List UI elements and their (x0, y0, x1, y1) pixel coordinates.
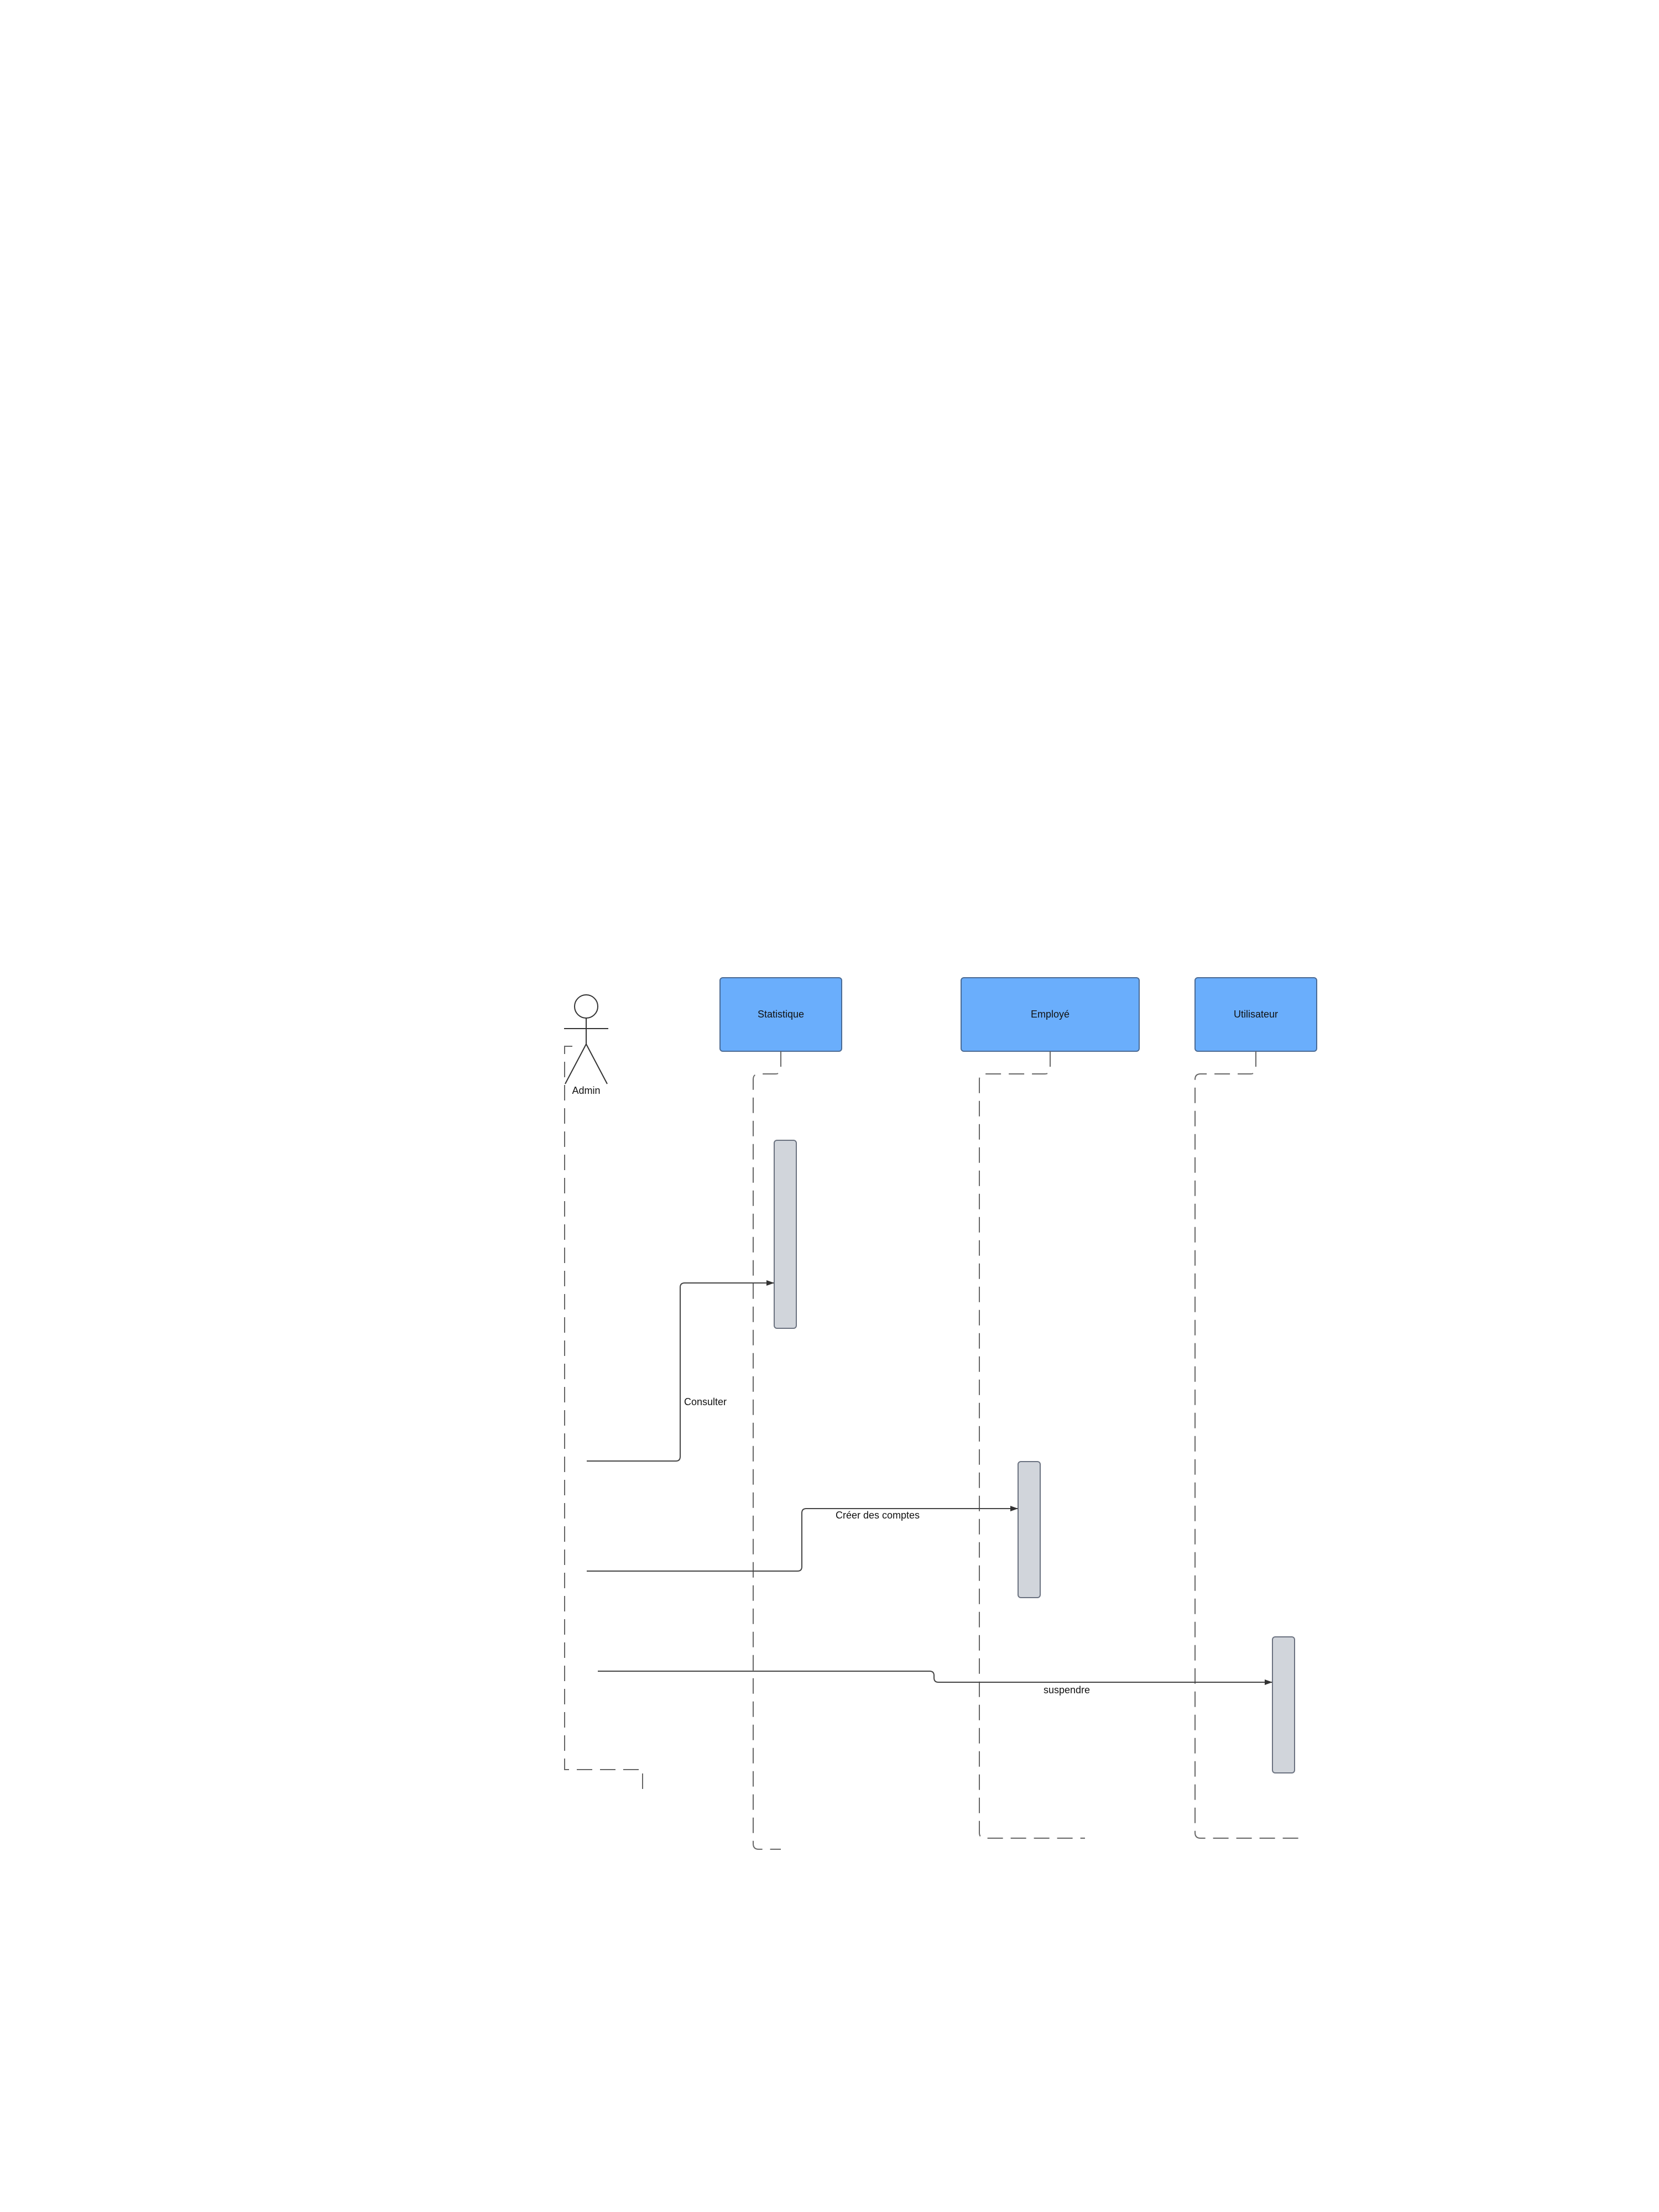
actor-left-leg (565, 1044, 587, 1084)
participant-label: Employé (1031, 1009, 1070, 1020)
message-label: suspendre (1044, 1684, 1090, 1695)
participant-employe[interactable]: Employé (961, 977, 1140, 1052)
lifeline-employe (979, 1051, 1085, 1839)
activation-utilisateur[interactable] (1272, 1636, 1295, 1773)
message-line (598, 1671, 1272, 1685)
message-label: Créer des comptes (836, 1510, 920, 1521)
participant-utilisateur[interactable]: Utilisateur (1194, 977, 1317, 1052)
actor-admin[interactable]: Admin (564, 994, 608, 1096)
actor-right-leg (586, 1044, 608, 1084)
actor-head (574, 994, 598, 1019)
message-line (587, 1280, 774, 1462)
lifeline-statistique (753, 1051, 781, 1850)
message-suspendre[interactable]: suspendre (598, 1671, 1272, 1695)
message-creer-des-comptes[interactable]: Créer des comptes (587, 1506, 1018, 1572)
actor-label: Admin (572, 1085, 600, 1096)
participant-statistique[interactable]: Statistique (719, 977, 842, 1052)
message-consulter[interactable]: Consulter (587, 1280, 774, 1462)
message-line (587, 1506, 1018, 1572)
activation-statistique[interactable] (774, 1140, 797, 1329)
lifeline-admin (564, 1046, 643, 1792)
participant-label: Statistique (758, 1009, 804, 1020)
lifeline-utilisateur (1194, 1051, 1301, 1839)
activation-employe[interactable] (1018, 1461, 1041, 1598)
message-label: Consulter (684, 1396, 727, 1407)
participant-label: Utilisateur (1234, 1009, 1278, 1020)
